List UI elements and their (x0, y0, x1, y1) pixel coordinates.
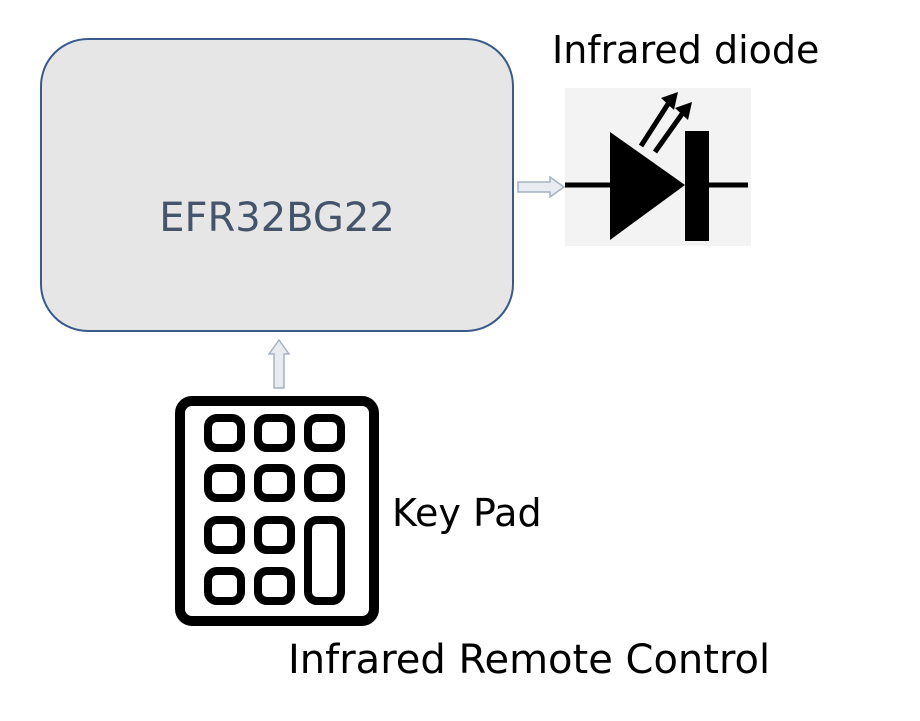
keypad-label: Key Pad (392, 491, 542, 535)
arrow-keypad-to-mcu (268, 338, 290, 389)
mcu-block: EFR32BG22 (40, 38, 514, 332)
mcu-label: EFR32BG22 (159, 195, 395, 241)
led-diode-icon (565, 88, 751, 246)
diagram-caption: Infrared Remote Control (288, 637, 771, 683)
arrow-mcu-to-diode (517, 176, 566, 198)
keypad-icon (175, 396, 379, 626)
diode-title: Infrared diode (552, 28, 820, 72)
